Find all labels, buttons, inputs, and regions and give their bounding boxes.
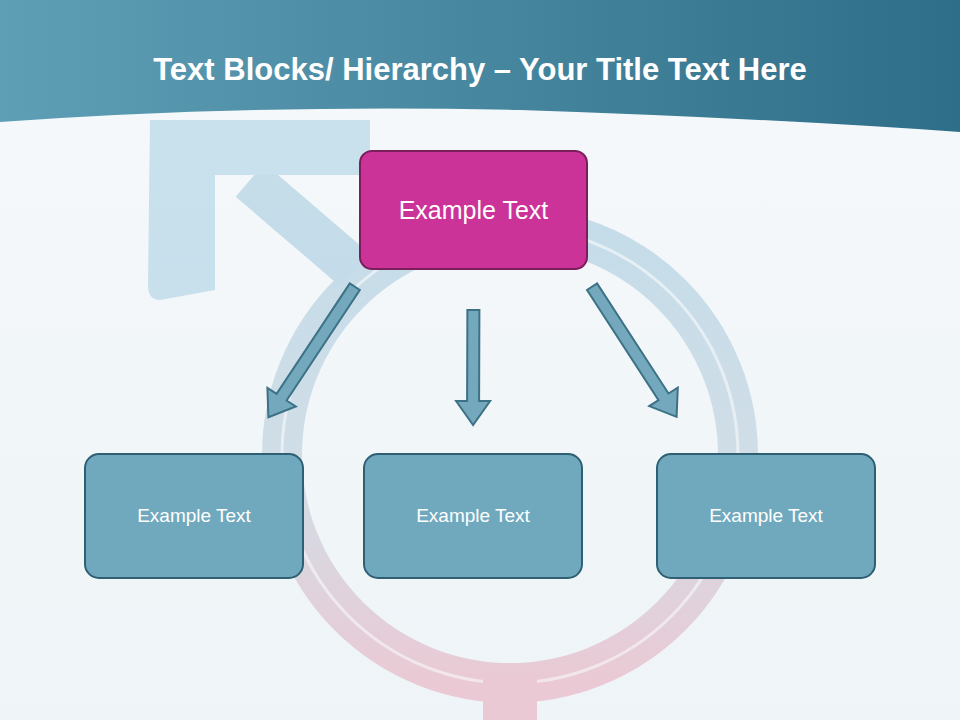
slide-title: Text Blocks/ Hierarchy – Your Title Text…	[0, 52, 960, 88]
gender-symbol	[148, 120, 738, 720]
block-arrow	[456, 310, 490, 425]
block-arrow	[587, 284, 678, 417]
parent-box: Example Text	[359, 150, 588, 270]
box-label: Example Text	[709, 505, 823, 527]
block-arrow	[267, 283, 359, 417]
header-band	[0, 0, 960, 132]
child-box: Example Text	[656, 453, 876, 579]
child-box: Example Text	[84, 453, 304, 579]
child-box: Example Text	[363, 453, 583, 579]
box-label: Example Text	[416, 505, 530, 527]
box-label: Example Text	[137, 505, 251, 527]
box-label: Example Text	[399, 196, 549, 225]
